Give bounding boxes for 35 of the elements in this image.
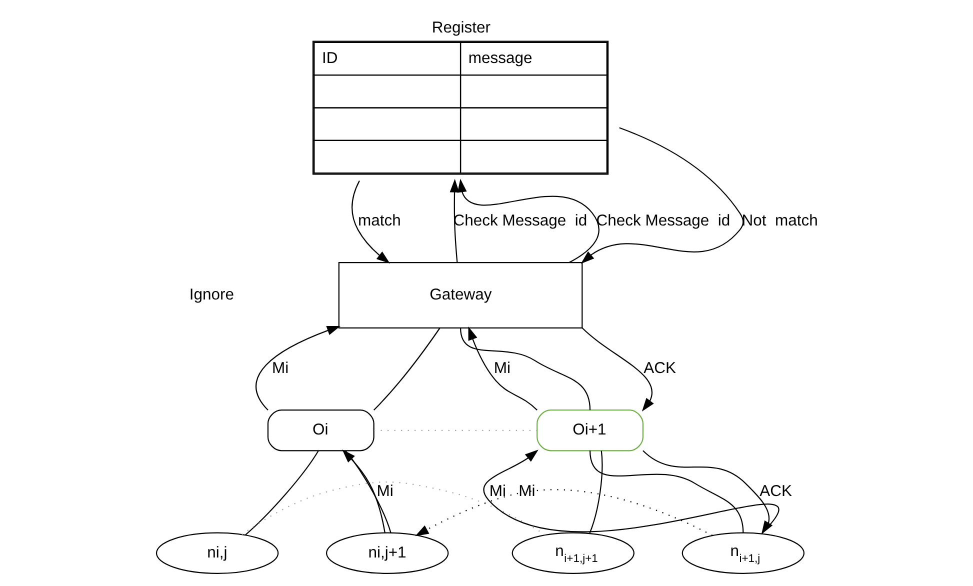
edge-label: Mi <box>488 482 506 500</box>
label: Ignore <box>188 286 234 304</box>
edge-label: Check Message id <box>596 212 730 230</box>
edge-label: ACK <box>643 360 676 378</box>
arrow <box>255 326 340 410</box>
connector <box>588 450 602 534</box>
node-box: Gateway <box>338 262 582 328</box>
connector <box>344 450 391 533</box>
arrow <box>468 326 537 411</box>
arrow <box>581 328 654 412</box>
edge-label: Mi <box>493 360 510 378</box>
node-ellipse: ni,j <box>155 532 278 574</box>
arrow <box>456 178 599 263</box>
connector <box>588 450 744 533</box>
edge-label: Not match <box>741 212 818 230</box>
arrow <box>351 180 390 264</box>
edge-label: ACK <box>759 482 792 500</box>
arrow <box>449 178 459 263</box>
edge-label: Mi <box>376 482 393 500</box>
connector <box>372 328 440 410</box>
connector <box>459 328 590 410</box>
arrow <box>342 450 385 533</box>
node-box: Oi+1 <box>536 410 644 452</box>
arrow <box>414 489 712 536</box>
node-ellipse: ni,j+1 <box>325 532 448 574</box>
edge-label: Mi <box>272 360 288 378</box>
node-ellipse: n$_{i+1,j}$ <box>681 532 804 574</box>
connector <box>241 481 546 536</box>
connector <box>244 450 318 536</box>
node-box: Oi <box>266 410 374 452</box>
edge-label: match <box>358 212 400 230</box>
edge-label: Mi <box>518 482 535 500</box>
node-ellipse: n$_{i+1,j+1}$ <box>511 532 634 574</box>
arrow <box>580 127 744 264</box>
node-label: Register <box>431 20 490 37</box>
